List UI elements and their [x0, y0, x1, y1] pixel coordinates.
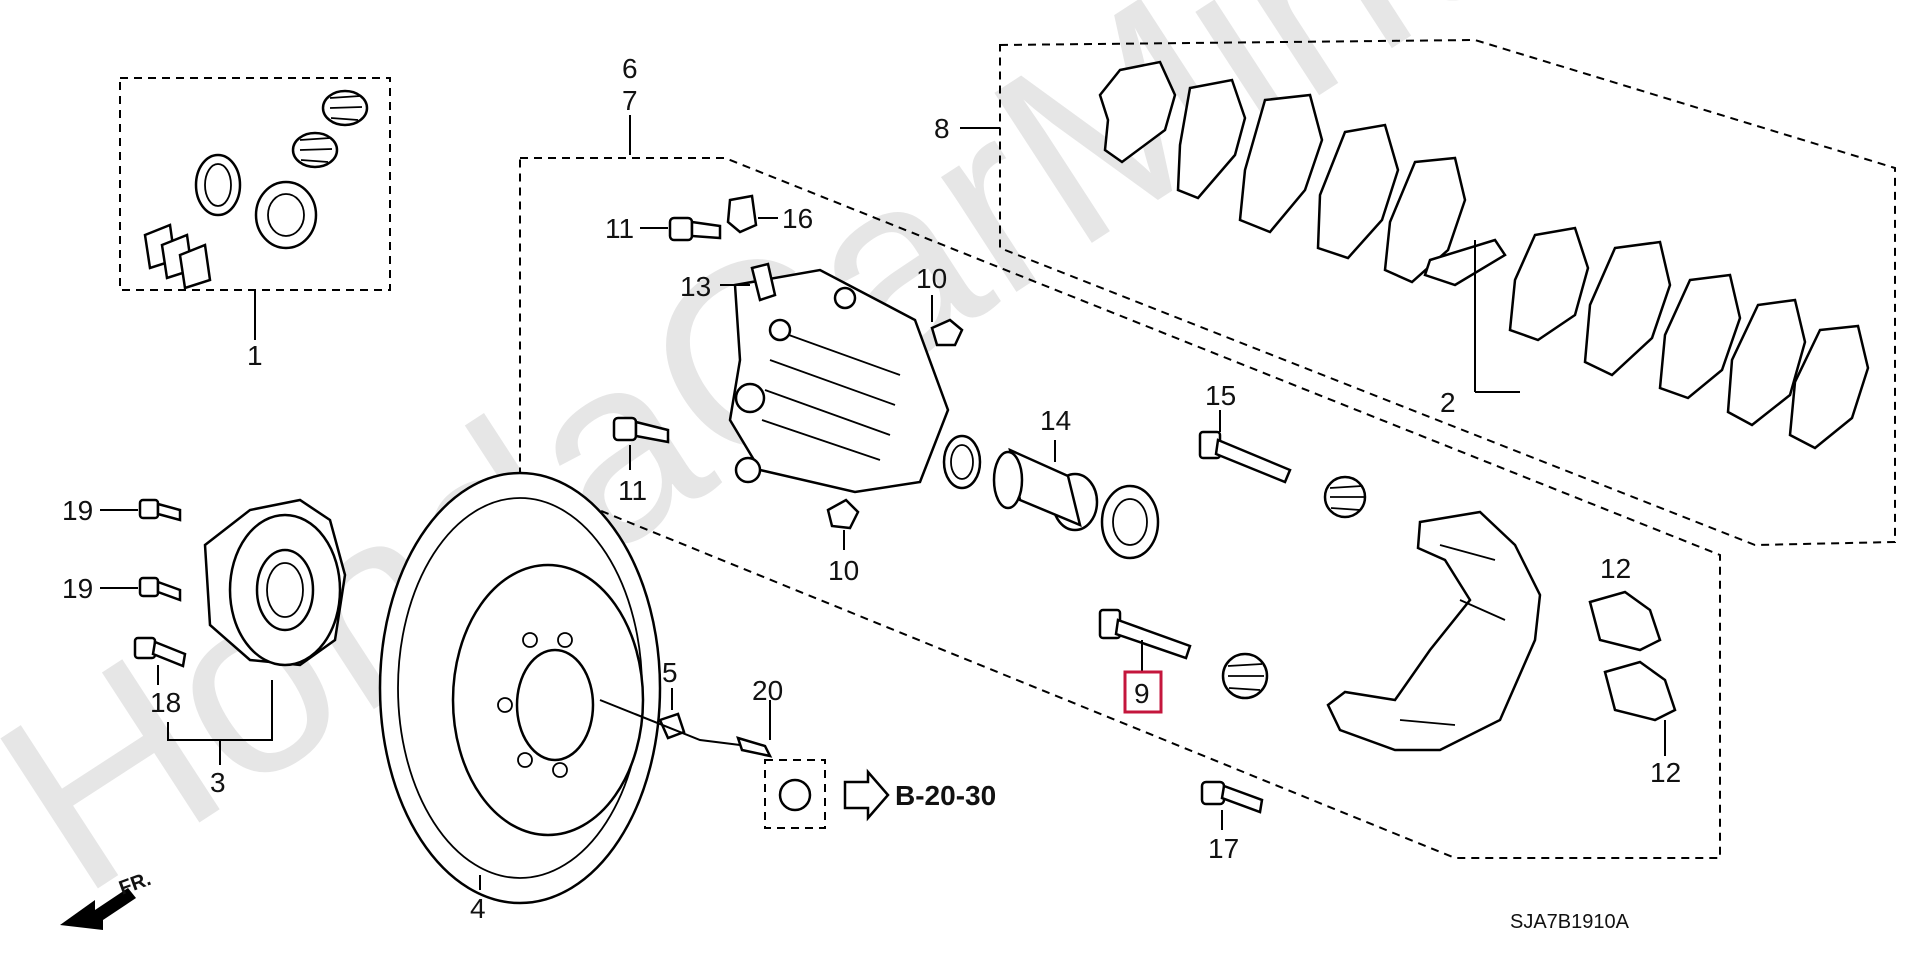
- pad-spring-part: [1588, 590, 1677, 722]
- pad-kit-box: [999, 38, 1896, 547]
- callout-17: 17: [1208, 833, 1239, 864]
- clip-part: [143, 223, 212, 290]
- bolt-11-lower: [612, 416, 670, 444]
- callout-19-upper: 19: [62, 495, 93, 526]
- washer-10-upper: [930, 318, 964, 347]
- brake-pad-set-upper: [1098, 60, 1467, 284]
- callout-16: 16: [782, 203, 813, 234]
- washer-10-lower: [826, 498, 860, 530]
- callout-5: 5: [662, 657, 678, 688]
- brake-pad-set-lower: [1508, 226, 1870, 450]
- caliper-body-part: [728, 268, 950, 494]
- hub-bolt-18: [133, 636, 187, 668]
- callout-4: 4: [470, 893, 486, 924]
- reference-link[interactable]: B-20-30: [895, 780, 996, 811]
- seal-kit-group: [119, 77, 391, 340]
- callout-8: 8: [934, 113, 950, 144]
- piston-part: [942, 434, 1160, 560]
- guide-pin-15: [1198, 430, 1292, 484]
- callout-11-upper: 11: [605, 213, 634, 244]
- hub-bolt-19-lower: [138, 576, 182, 602]
- callout-20: 20: [752, 675, 783, 706]
- callout-6: 6: [622, 53, 638, 84]
- boot-lower-part: [1221, 652, 1269, 700]
- boot-part: [291, 89, 369, 169]
- caliper-bracket-part: [1326, 510, 1542, 752]
- shim-part: [1423, 238, 1507, 287]
- callout-10-lower: 10: [828, 555, 859, 586]
- callout-15: 15: [1205, 380, 1236, 411]
- reference-nut-box: [764, 759, 826, 829]
- bolt-11-upper: [668, 216, 722, 242]
- screw-20-part: [736, 736, 773, 758]
- callout-3: 3: [210, 767, 226, 798]
- callout-12-lower: 12: [1650, 757, 1681, 788]
- diagram-code: SJA7B1910A: [1510, 911, 1630, 933]
- boot-upper-part: [1323, 475, 1367, 519]
- dust-seal-part: [254, 180, 318, 250]
- callout-18: 18: [150, 687, 181, 718]
- nut-part: [778, 778, 812, 812]
- brake-rotor-part: [378, 471, 662, 905]
- callout-2: 2: [1440, 387, 1456, 418]
- callout-14: 14: [1040, 405, 1071, 436]
- bleeder-part: [726, 194, 758, 234]
- hub-bearing-part: [203, 498, 347, 667]
- bolt-17-part: [1200, 780, 1264, 814]
- callout-10-upper: 10: [916, 263, 947, 294]
- bolt-13-part: [750, 262, 777, 302]
- callout-19-lower: 19: [62, 573, 93, 604]
- callout-1: 1: [247, 340, 263, 371]
- callout-13: 13: [680, 271, 711, 302]
- hub-bolt-19-upper: [138, 498, 182, 522]
- reference-arrow[interactable]: [843, 768, 890, 822]
- callout-12-upper: 12: [1600, 553, 1631, 584]
- callout-9: 9: [1134, 678, 1150, 709]
- callout-11-lower: 11: [618, 475, 647, 506]
- piston-seal-part: [194, 153, 242, 217]
- callout-9-highlight-box: [1123, 670, 1163, 714]
- guide-pin-9: [1098, 608, 1192, 660]
- callout-7: 7: [622, 85, 638, 116]
